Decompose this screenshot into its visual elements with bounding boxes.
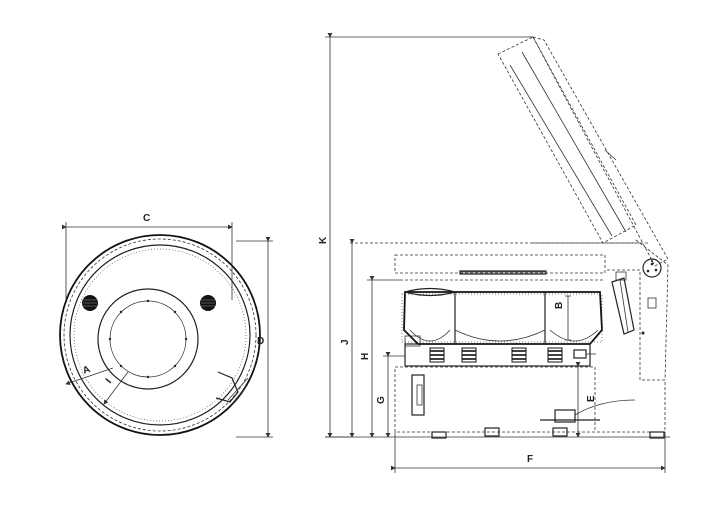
lid-hinge bbox=[642, 258, 662, 278]
label-e: E bbox=[586, 395, 597, 402]
label-c: C bbox=[143, 213, 150, 224]
dim-a-line bbox=[65, 367, 114, 385]
bowl-outer-rim bbox=[59, 234, 261, 436]
dim-i-line bbox=[103, 371, 129, 405]
raised-lid bbox=[497, 36, 669, 267]
gas-spring bbox=[611, 271, 635, 335]
label-a: A bbox=[81, 364, 92, 377]
vent-grille-right bbox=[200, 295, 216, 311]
label-k: K bbox=[318, 236, 329, 244]
bowl-inner-dotted bbox=[73, 248, 247, 422]
label-i: I bbox=[104, 377, 114, 386]
closed-lid bbox=[350, 242, 650, 275]
bowl-rim-dashed bbox=[63, 238, 257, 432]
vibratory-bowl bbox=[400, 279, 605, 347]
machine-feet bbox=[431, 427, 665, 439]
label-f: F bbox=[527, 454, 533, 465]
label-b: B bbox=[554, 302, 565, 309]
label-h: H bbox=[360, 353, 371, 360]
top-view: C D A I bbox=[59, 213, 273, 438]
vent-grille-left bbox=[82, 295, 98, 311]
springs bbox=[429, 347, 563, 363]
label-d: D bbox=[257, 336, 264, 347]
center-disc bbox=[97, 288, 199, 390]
outlet-chute bbox=[215, 371, 249, 405]
spring-base bbox=[404, 343, 596, 367]
bolt-holes bbox=[108, 299, 188, 379]
label-j: J bbox=[340, 339, 351, 345]
bowl-inner-rim bbox=[69, 244, 251, 426]
label-g: G bbox=[376, 396, 387, 404]
side-view: K J H G B E F bbox=[318, 33, 670, 473]
